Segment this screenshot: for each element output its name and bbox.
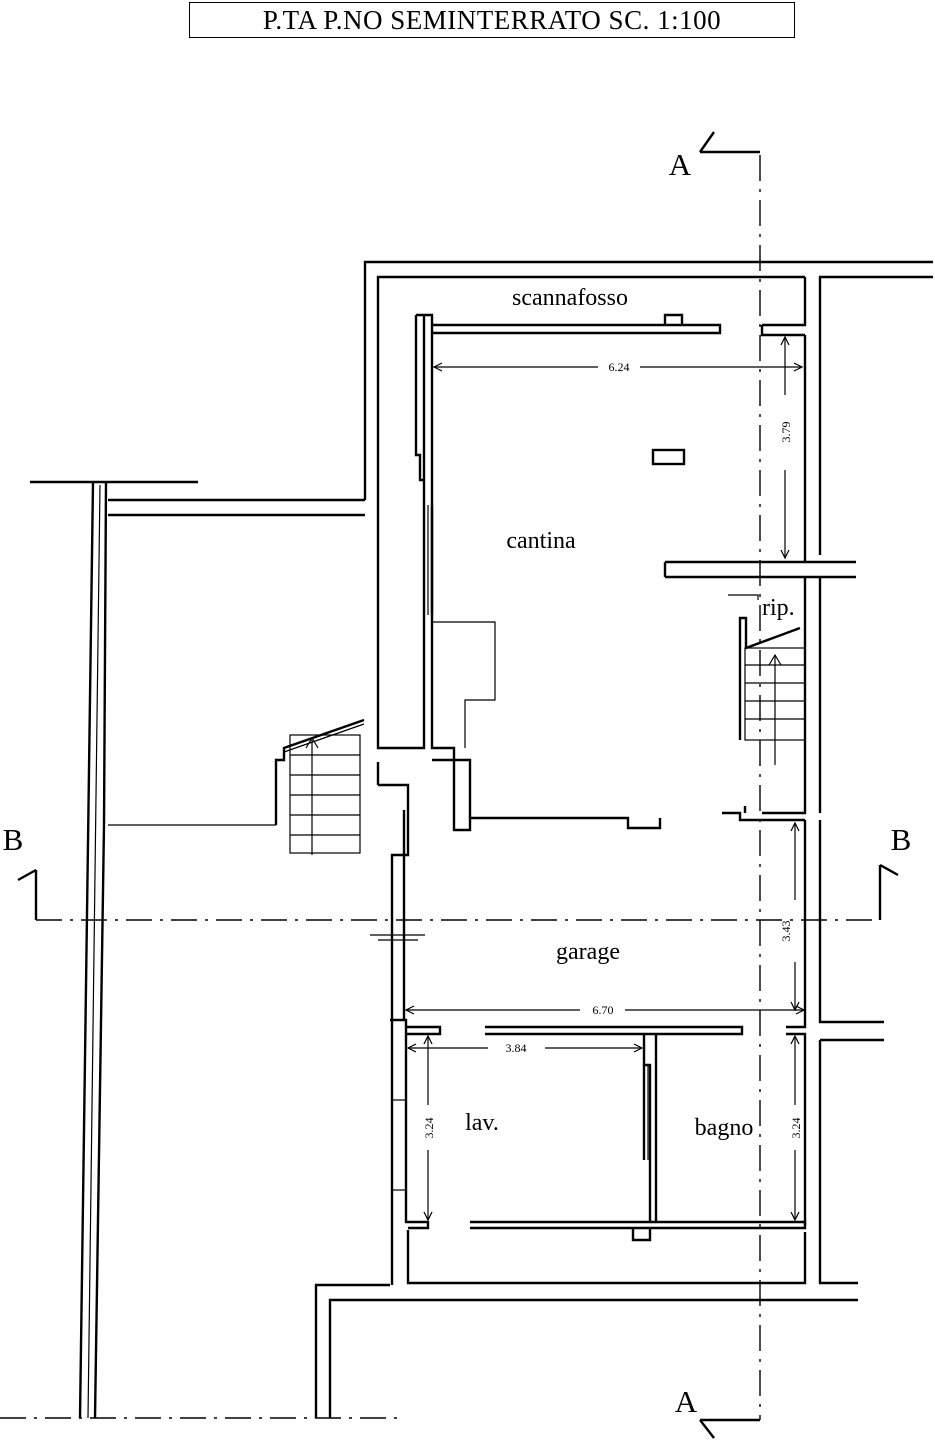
dimension-bagno-depth: 3.24 — [789, 1118, 803, 1139]
drawing-title: P.TA P.NO SEMINTERRATO SC. 1:100 — [189, 2, 795, 38]
room-label-rip: rip. — [762, 595, 795, 621]
section-marker-a-top: A — [669, 147, 692, 182]
dimension-lines — [404, 335, 806, 1222]
dimension-garage-width: 6.70 — [593, 1003, 614, 1017]
room-label-garage: garage — [556, 939, 620, 965]
section-marker-b-right: B — [891, 822, 912, 857]
room-label-bagno: bagno — [695, 1115, 754, 1141]
dimension-garage-depth: 3.43 — [779, 921, 793, 942]
garage-walls — [370, 762, 425, 1285]
room-label-cantina: cantina — [506, 528, 576, 554]
section-line-a — [699, 131, 761, 1439]
section-marker-a-bottom: A — [675, 1384, 698, 1419]
dimension-cantina-width: 6.24 — [609, 360, 630, 374]
exterior-stair — [30, 480, 365, 855]
room-label-lav: lav. — [465, 1110, 499, 1136]
room-label-scannafosso: scannafosso — [512, 285, 628, 311]
dimension-cantina-depth: 3.79 — [779, 422, 793, 443]
dimension-lav-depth: 3.24 — [422, 1118, 436, 1139]
left-boundary — [0, 481, 405, 1419]
section-marker-b-left: B — [3, 822, 24, 857]
section-line-b — [17, 863, 899, 921]
lav-bagno-walls — [390, 1018, 807, 1242]
dimension-lav-width: 3.84 — [506, 1041, 527, 1055]
cantina-walls — [414, 313, 805, 832]
cantina-recess — [432, 621, 496, 748]
interior-stair — [728, 594, 806, 765]
